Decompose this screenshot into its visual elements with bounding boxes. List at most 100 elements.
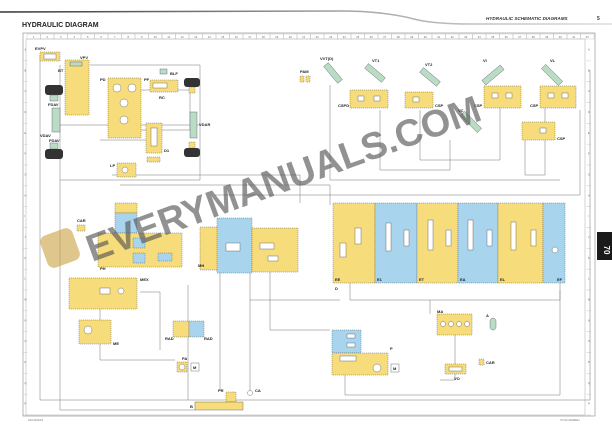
ruler-column-label: 41: [572, 35, 575, 39]
ruler-row-label: G: [25, 172, 27, 176]
component-rad: RAD RAD: [165, 320, 213, 341]
component-car-right: CAR: [478, 358, 495, 366]
ruler-row-label: A: [588, 47, 590, 51]
ruler-column-label: 6: [101, 35, 103, 39]
ruler-row-label: Q: [25, 381, 27, 385]
svg-text:PAM: PAM: [300, 69, 309, 74]
svg-text:EA: EA: [460, 277, 466, 282]
ruler-row-label: R: [588, 402, 590, 406]
ruler-column-label: 22: [316, 35, 319, 39]
ruler-row-label: I: [25, 214, 26, 218]
component-csp-vc: CSP: [521, 121, 566, 141]
ruler-row-label: L: [25, 277, 27, 281]
svg-text:VO: VO: [454, 376, 460, 381]
ruler-column-label: 8: [128, 35, 130, 39]
ruler-column-label: 7: [114, 35, 116, 39]
svg-text:A: A: [486, 313, 489, 318]
ruler-row-label: N: [588, 318, 590, 322]
component-vdar: VDAR: [184, 78, 210, 157]
ruler-row-label: E: [588, 131, 590, 135]
svg-text:ME: ME: [113, 341, 119, 346]
cylinder-vt1: VT1: [364, 58, 386, 83]
footer-date: 22/10/2013: [28, 418, 43, 422]
page-title: HYDRAULIC DIAGRAM: [22, 22, 99, 29]
ruler-column-label: 30: [424, 35, 427, 39]
ruler-row-label: O: [588, 339, 590, 343]
svg-text:CAR: CAR: [486, 360, 495, 365]
svg-text:LP: LP: [110, 163, 115, 168]
ruler-row-label: G: [588, 172, 590, 176]
ruler-column-label: 4: [74, 35, 76, 39]
ruler-row-label: O: [25, 339, 27, 343]
ruler-row-label: Q: [588, 381, 590, 385]
wheel-motor-rear-left: FDAV: [45, 138, 63, 159]
ruler-row-label: D: [25, 110, 27, 114]
svg-text:VVT(D): VVT(D): [320, 56, 334, 61]
component-mex: MEX: [68, 277, 149, 310]
ruler-row-label: D: [588, 110, 590, 114]
svg-text:EF: EF: [557, 277, 563, 282]
distributor-d: D EE E1 ET EA EL EF: [332, 202, 566, 291]
svg-text:FDAV: FDAV: [49, 138, 60, 143]
ruler-column-label: 25: [356, 35, 359, 39]
svg-text:PA: PA: [182, 356, 187, 361]
svg-text:ET: ET: [419, 277, 425, 282]
accumulator-a: A: [486, 313, 497, 331]
svg-text:FDAV: FDAV: [48, 102, 59, 107]
svg-text:D: D: [335, 286, 338, 291]
svg-text:EVPV: EVPV: [35, 46, 46, 51]
ruler-column-label: 9: [141, 35, 143, 39]
svg-text:VT2: VT2: [425, 62, 433, 67]
svg-text:MEX: MEX: [140, 277, 149, 282]
ruler-row-label: K: [588, 256, 590, 260]
ruler-row-label: C: [25, 89, 27, 93]
component-pd: PD: [100, 77, 142, 139]
component-pam: PAM: [299, 69, 311, 83]
ruler-column-label: 32: [451, 35, 454, 39]
ruler-column-label: 18: [262, 35, 265, 39]
ruler-row-label: K: [25, 256, 27, 260]
svg-text:RC: RC: [159, 95, 165, 100]
ruler-column-label: 40: [559, 35, 562, 39]
ruler-row-label: L: [588, 277, 590, 281]
svg-text:VL: VL: [550, 58, 556, 63]
cylinder-vl: VL: [541, 58, 563, 86]
ruler-column-label: 33: [464, 35, 467, 39]
chapter-tab-label: 70: [602, 246, 611, 255]
svg-text:CA: CA: [255, 388, 261, 393]
svg-text:BLF: BLF: [170, 71, 178, 76]
ruler-column-label: 15: [221, 35, 224, 39]
cylinder-vvtd: VVT(D): [320, 56, 343, 84]
ruler-column-label: 37: [518, 35, 521, 39]
component-pr-ca: PR CA: [218, 388, 261, 403]
ruler-column-label: 29: [410, 35, 413, 39]
svg-text:VT1: VT1: [372, 58, 380, 63]
ruler-row-label: M: [588, 297, 590, 301]
header-rule: [0, 10, 612, 25]
ruler-column-label: 10: [154, 35, 157, 39]
component-lp: LP: [110, 162, 137, 178]
ruler-row-label: J: [25, 235, 27, 239]
ruler-column-label: 16: [235, 35, 238, 39]
ruler-row-label: P: [588, 360, 590, 364]
ruler-column-label: 2: [47, 35, 49, 39]
component-me: ME: [78, 319, 119, 346]
footer-doc-code: 70-02-0009EN: [560, 418, 580, 422]
svg-text:CAR: CAR: [77, 218, 86, 223]
ruler-row-label: H: [588, 193, 590, 197]
component-vo: VO: [444, 363, 467, 381]
svg-text:MH: MH: [198, 263, 204, 268]
watermark-logo-icon: [40, 228, 80, 268]
svg-text:CSP: CSP: [557, 136, 566, 141]
ruler-row-label: F: [588, 152, 590, 156]
svg-text:CSP: CSP: [474, 103, 483, 108]
ruler-row-label: R: [25, 402, 27, 406]
svg-text:VDAV: VDAV: [40, 133, 51, 138]
svg-text:M: M: [193, 365, 197, 370]
svg-text:CSP: CSP: [530, 103, 539, 108]
ruler-column-label: 26: [370, 35, 373, 39]
component-d1: D1: [145, 122, 170, 154]
svg-text:PR: PR: [218, 388, 224, 393]
ruler-row-label: N: [25, 318, 27, 322]
